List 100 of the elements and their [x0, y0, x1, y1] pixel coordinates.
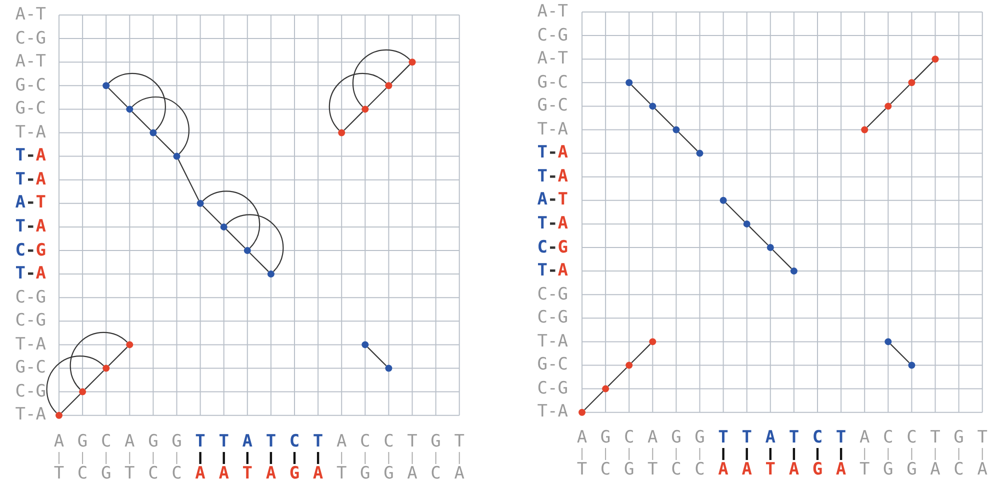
top-strand-base: G [148, 434, 158, 450]
connector-line [367, 88, 387, 108]
connector-line [249, 252, 269, 272]
arc-connector [226, 214, 284, 272]
top-strand-base: A [576, 430, 588, 446]
base-pair-label: T-A [15, 148, 46, 165]
bottom-strand-base: C [671, 462, 682, 478]
bottom-strand-base: A [407, 466, 418, 482]
bottom-strand-base: C [954, 462, 964, 478]
dot [720, 196, 727, 204]
top-strand-base: T [218, 434, 229, 450]
dot [102, 364, 110, 372]
base-pair-label: A-T [15, 6, 46, 24]
top-strand-base: G [430, 434, 441, 450]
dot [743, 220, 750, 228]
arc-connector [352, 49, 410, 108]
dot [126, 341, 134, 348]
dot [220, 223, 228, 230]
connector-line [367, 346, 387, 366]
base-pair-label: C-G [15, 383, 46, 400]
top-strand-base: A [859, 430, 870, 446]
base-pair-label: C-G [15, 242, 46, 259]
connector-line [678, 132, 698, 152]
bottom-strand-base: C [430, 466, 441, 482]
base-pair-label: G-C [15, 77, 46, 94]
dot [908, 79, 916, 86]
base-pair-label: T-A [537, 121, 568, 138]
top-strand-base: G [172, 434, 182, 450]
bottom-strand-base: A [836, 462, 846, 478]
top-strand-base: C [384, 434, 394, 450]
bottom-strand-base: G [360, 466, 370, 482]
top-strand-base: C [906, 430, 917, 446]
base-pair-label: G-C [537, 98, 568, 115]
base-pair-label: C-G [537, 27, 568, 44]
bottom-strand-base: G [384, 466, 394, 482]
base-pair-label: T-A [537, 168, 568, 186]
top-strand-base: A [765, 430, 776, 446]
top-strand-base: G [694, 430, 705, 446]
top-strand-base: T [836, 430, 846, 446]
base-pair-label: A-T [537, 192, 568, 209]
top-strand-base: T [266, 434, 276, 450]
base-pair-label: C-G [537, 380, 568, 398]
bottom-strand-base: T [648, 462, 658, 478]
connector-line [108, 88, 128, 108]
bottom-strand-base: A [718, 462, 728, 478]
base-pair-label: T-A [537, 333, 568, 350]
dot [56, 412, 62, 419]
bottom-strand-base: A [195, 466, 206, 482]
bottom-strand-base: G [289, 466, 300, 482]
base-pair-label: T-A [15, 171, 46, 188]
dot [696, 150, 704, 157]
connector-line [178, 159, 200, 201]
bottom-strand-base: A [312, 466, 324, 482]
base-pair-label: T-A [15, 266, 46, 283]
top-strand-base: G [671, 430, 682, 446]
arc-connector [132, 96, 190, 154]
dot [362, 106, 369, 113]
bottom-strand-base: T [242, 466, 253, 482]
base-pair-label: G-C [537, 74, 568, 92]
bottom-strand-base: A [742, 462, 752, 478]
connector-line [390, 64, 410, 84]
top-strand-base: T [930, 430, 940, 446]
connector-line [108, 346, 128, 366]
connector-line [772, 250, 792, 269]
bottom-strand-base: C [172, 466, 182, 482]
dot [408, 58, 416, 66]
top-strand-base: C [289, 434, 300, 450]
connector-line [61, 394, 80, 414]
base-pair-label: G-C [15, 100, 46, 118]
top-strand-base: T [788, 430, 800, 446]
base-pair-label: A-T [15, 54, 46, 71]
dot [150, 129, 157, 136]
connector-line [84, 370, 104, 390]
dot [338, 129, 346, 136]
top-strand-base: T [454, 434, 464, 450]
bottom-strand-base: T [54, 466, 64, 482]
dot [126, 106, 134, 113]
top-strand-base: G [77, 434, 88, 450]
base-pair-label: A-T [15, 194, 46, 212]
dot [102, 82, 110, 90]
bottom-strand-base: C [77, 466, 88, 482]
base-pair-label: T-A [15, 336, 46, 354]
bottom-strand-base: T [859, 462, 870, 478]
dot [626, 79, 633, 86]
top-strand-base: C [883, 430, 894, 446]
base-pair-label: A-T [537, 50, 568, 68]
dot [196, 200, 204, 207]
connector-line [132, 111, 152, 131]
base-pair-label: G-C [537, 356, 568, 374]
top-strand-base: G [600, 430, 611, 446]
connector-line [344, 111, 364, 131]
top-strand-base: C [624, 430, 634, 446]
connector-line [890, 344, 910, 364]
connector-line [654, 108, 674, 128]
connector-line [226, 229, 246, 248]
dot [884, 102, 892, 110]
connector-line [608, 367, 628, 387]
connector-line [631, 344, 651, 364]
bottom-strand-base: A [454, 466, 464, 482]
bottom-strand-base: A [266, 466, 276, 482]
